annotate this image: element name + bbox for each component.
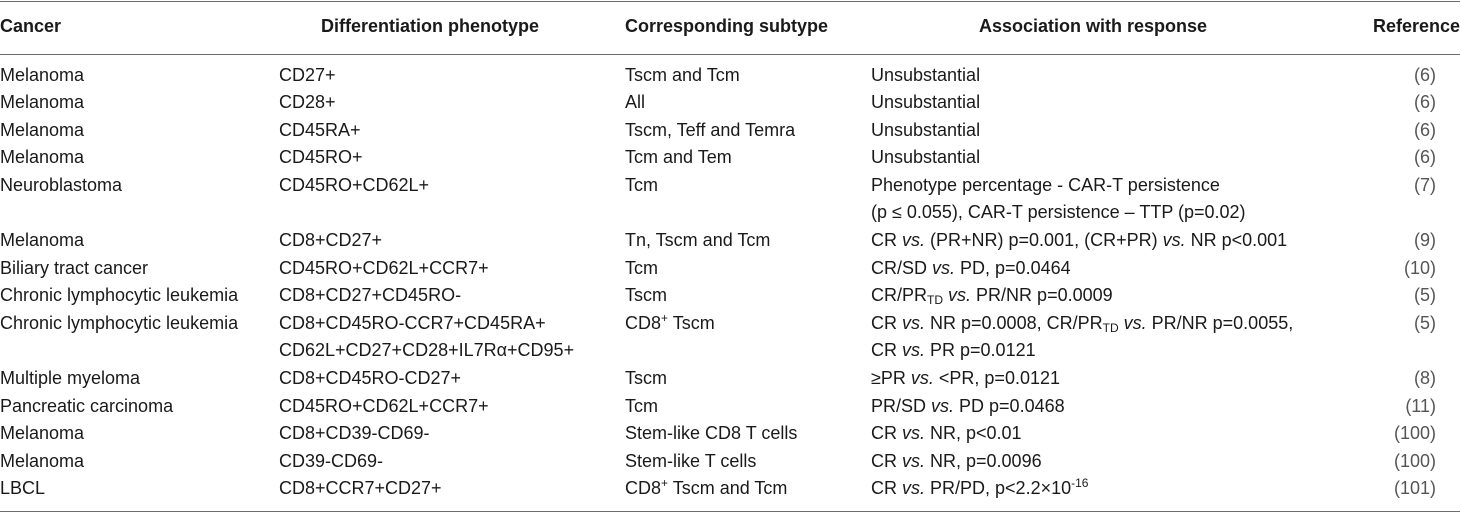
reference-cell: (9) — [1414, 230, 1436, 250]
cancer-cell: LBCL — [0, 478, 46, 498]
association-cell: Unsubstantial — [871, 65, 981, 85]
reference-cell: (11) — [1405, 396, 1436, 416]
association-cell: CR vs. (PR+NR) p=0.001, (CR+PR) vs. NR p… — [871, 230, 1288, 250]
cancer-cell: Melanoma — [0, 120, 85, 140]
phenotype-cell: CD28+ — [279, 92, 336, 112]
subtype-cell: Tcm — [625, 175, 658, 195]
header-corresponding-subtype: Corresponding subtype — [625, 16, 829, 36]
table-bottom-rule — [0, 511, 1460, 512]
subtype-cell: Tscm, Teff and Temra — [625, 120, 796, 140]
cancer-cell: Multiple myeloma — [0, 368, 141, 388]
phenotype-cell: CD8+CD27+ — [279, 230, 383, 250]
subtype-cell: Tcm and Tem — [625, 147, 732, 167]
phenotype-cell: CD45RO+CD62L+CCR7+ — [279, 396, 489, 416]
subtype-cell: Tn, Tscm and Tcm — [625, 230, 771, 250]
reference-cell: (5) — [1414, 285, 1436, 305]
association-cell: CR vs. NR, p=0.0096 — [871, 451, 1042, 471]
phenotype-cell: CD45RO+CD62L+ — [279, 175, 430, 195]
cancer-cell: Melanoma — [0, 147, 85, 167]
phenotype-cell: CD45RA+ — [279, 120, 361, 140]
subtype-cell: CD8+ Tscm — [625, 311, 715, 333]
association-cell: Unsubstantial — [871, 92, 981, 112]
association-cell: Phenotype percentage - CAR-T persistence… — [871, 172, 1246, 226]
phenotype-cell: CD45RO+ — [279, 147, 363, 167]
association-cell: PR/SD vs. PD p=0.0468 — [871, 396, 1065, 416]
reference-cell: (6) — [1414, 92, 1436, 112]
association-cell: CR vs. PR/PD, p<2.2×10-16 — [871, 476, 1089, 498]
cancer-cell: Neuroblastoma — [0, 175, 123, 195]
association-cell: CR vs. NR p=0.0008, CR/PRTD vs. PR/NR p=… — [871, 310, 1293, 364]
association-cell: Unsubstantial — [871, 120, 981, 140]
phenotype-cell: CD8+CD45RO-CCR7+CD45RA+ CD62L+CD27+CD28+… — [279, 310, 574, 364]
reference-cell: (101) — [1393, 478, 1436, 498]
reference-cell: (6) — [1414, 120, 1436, 140]
table-top-rule — [0, 1, 1460, 2]
subtype-cell: Tscm — [625, 368, 667, 388]
header-cancer: Cancer — [0, 16, 62, 36]
association-cell: CR/PRTD vs. PR/NR p=0.0009 — [871, 285, 1113, 307]
subtype-cell: Tscm — [625, 285, 667, 305]
reference-cell: (7) — [1414, 175, 1436, 195]
association-line: Phenotype percentage - CAR-T persistence — [871, 175, 1220, 195]
phenotype-cell: CD8+CD27+CD45RO- — [279, 285, 462, 305]
cancer-cell: Melanoma — [0, 423, 85, 443]
association-line: CR vs. NR p=0.0008, CR/PRTD vs. PR/NR p=… — [871, 313, 1294, 335]
reference-cell: (6) — [1414, 65, 1436, 85]
subtype-cell: CD8+ Tscm and Tcm — [625, 476, 788, 498]
phenotype-cell: CD8+CD39-CD69- — [279, 423, 430, 443]
subtype-cell: Tcm — [625, 396, 658, 416]
subtype-cell: Tscm and Tcm — [625, 65, 740, 85]
subtype-cell: All — [625, 92, 646, 112]
cancer-cell: Chronic lymphocytic leukemia — [0, 285, 239, 305]
subtype-cell: Tcm — [625, 258, 658, 278]
subtype-cell: Stem-like CD8 T cells — [625, 423, 798, 443]
association-cell: CR vs. NR, p<0.01 — [871, 423, 1022, 443]
cancer-cell: Melanoma — [0, 451, 85, 471]
association-cell: ≥PR vs. <PR, p=0.0121 — [871, 368, 1061, 388]
reference-cell: (6) — [1414, 147, 1436, 167]
phenotype-cell: CD8+CD45RO-CD27+ — [279, 368, 462, 388]
cancer-cell: Melanoma — [0, 65, 85, 85]
phenotype-cell: CD27+ — [279, 65, 336, 85]
association-cell: Unsubstantial — [871, 147, 981, 167]
header-reference: Reference — [1372, 16, 1460, 36]
reference-cell: (5) — [1414, 313, 1436, 333]
header-differentiation-phenotype: Differentiation phenotype — [321, 16, 540, 36]
phenotype-line: CD8+CD45RO-CCR7+CD45RA+ — [279, 313, 546, 333]
reference-cell: (100) — [1393, 451, 1436, 471]
header-association-with-response: Association with response — [979, 16, 1208, 36]
phenotype-cell: CD39-CD69- — [279, 451, 384, 471]
association-cell: CR/SD vs. PD, p=0.0464 — [871, 258, 1071, 278]
subtype-cell: Stem-like T cells — [625, 451, 757, 471]
cancer-cell: Chronic lymphocytic leukemia — [0, 313, 239, 333]
phenotype-line: CD62L+CD27+CD28+IL7Rα+CD95+ — [279, 340, 575, 360]
cancer-cell: Pancreatic carcinoma — [0, 396, 174, 416]
association-line: CR vs. PR p=0.0121 — [871, 340, 1036, 360]
reference-cell: (10) — [1403, 258, 1436, 278]
phenotype-cell: CD45RO+CD62L+CCR7+ — [279, 258, 489, 278]
reference-cell: (100) — [1393, 423, 1436, 443]
reference-cell: (8) — [1414, 368, 1436, 388]
association-line: (p ≤ 0.055), CAR-T persistence – TTP (p=… — [871, 202, 1246, 222]
phenotype-cell: CD8+CCR7+CD27+ — [279, 478, 442, 498]
cancer-cell: Biliary tract cancer — [0, 258, 149, 278]
header-rule — [0, 54, 1460, 55]
cancer-cell: Melanoma — [0, 230, 85, 250]
cancer-cell: Melanoma — [0, 92, 85, 112]
